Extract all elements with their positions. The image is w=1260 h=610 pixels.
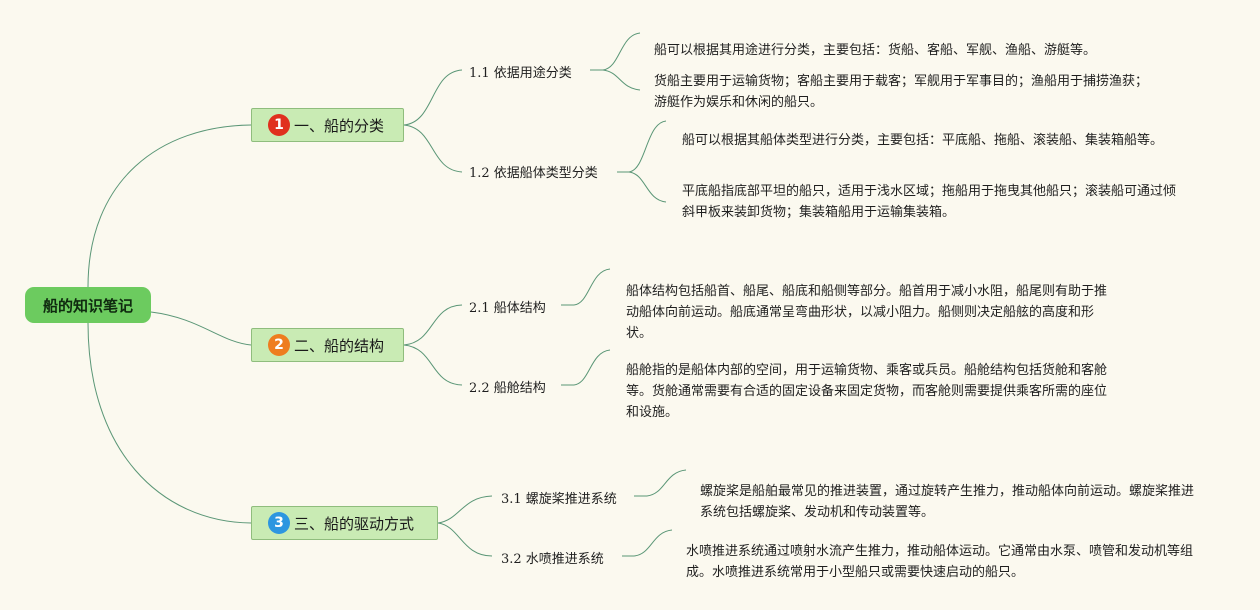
note-by-use-detail[interactable]: 货船主要用于运输货物；客船主要用于载客；军舰用于军事目的；渔船用于捕捞渔获；游艇…: [654, 74, 1149, 110]
root-topic[interactable]: 船的知识笔记: [25, 287, 151, 323]
priority-3-icon: 3: [268, 512, 290, 534]
subtopic-by-use[interactable]: 1.1 依据用途分类: [469, 66, 572, 81]
note-waterjet-system[interactable]: 水喷推进系统通过喷射水流产生推力，推动船体运动。它通常由水泵、喷管和发动机等组成…: [686, 544, 1194, 580]
subtopic-waterjet-system[interactable]: 3.2 水喷推进系统: [501, 552, 604, 567]
note-hull-type-summary[interactable]: 船可以根据其船体类型进行分类，主要包括：平底船、拖船、滚装船、集装箱船等。: [682, 133, 1164, 148]
topic-propulsion[interactable]: 3 三、船的驱动方式: [251, 506, 438, 540]
priority-2-icon: 2: [268, 334, 290, 356]
topic-label: 一、船的分类: [294, 116, 385, 135]
priority-1-icon: 1: [268, 114, 290, 136]
subtopic-hull-structure[interactable]: 2.1 船体结构: [469, 301, 546, 316]
topic-classification[interactable]: 1 一、船的分类: [251, 108, 404, 142]
note-hull-structure[interactable]: 船体结构包括船首、船尾、船底和船侧等部分。船首用于减小水阻，船尾则有助于推动船体…: [626, 284, 1108, 341]
subtopic-cabin-structure[interactable]: 2.2 船舱结构: [469, 381, 546, 396]
subtopic-propeller-system[interactable]: 3.1 螺旋桨推进系统: [501, 492, 617, 507]
subtopic-by-hull-type[interactable]: 1.2 依据船体类型分类: [469, 166, 598, 181]
topic-label: 三、船的驱动方式: [294, 514, 415, 533]
note-by-use-summary[interactable]: 船可以根据其用途进行分类，主要包括：货船、客船、军舰、渔船、游艇等。: [654, 43, 1097, 58]
note-hull-type-detail[interactable]: 平底船指底部平坦的船只，适用于浅水区域；拖船用于拖曳其他船只；滚装船可通过倾斜甲…: [682, 184, 1177, 220]
note-propeller-system[interactable]: 螺旋桨是船舶最常见的推进装置，通过旋转产生推力，推动船体向前运动。螺旋桨推进系统…: [700, 484, 1195, 520]
topic-structure[interactable]: 2 二、船的结构: [251, 328, 404, 362]
note-cabin-structure[interactable]: 船舱指的是船体内部的空间，用于运输货物、乘客或兵员。船舱结构包括货舱和客舱等。货…: [626, 363, 1108, 420]
topic-label: 二、船的结构: [294, 336, 385, 355]
